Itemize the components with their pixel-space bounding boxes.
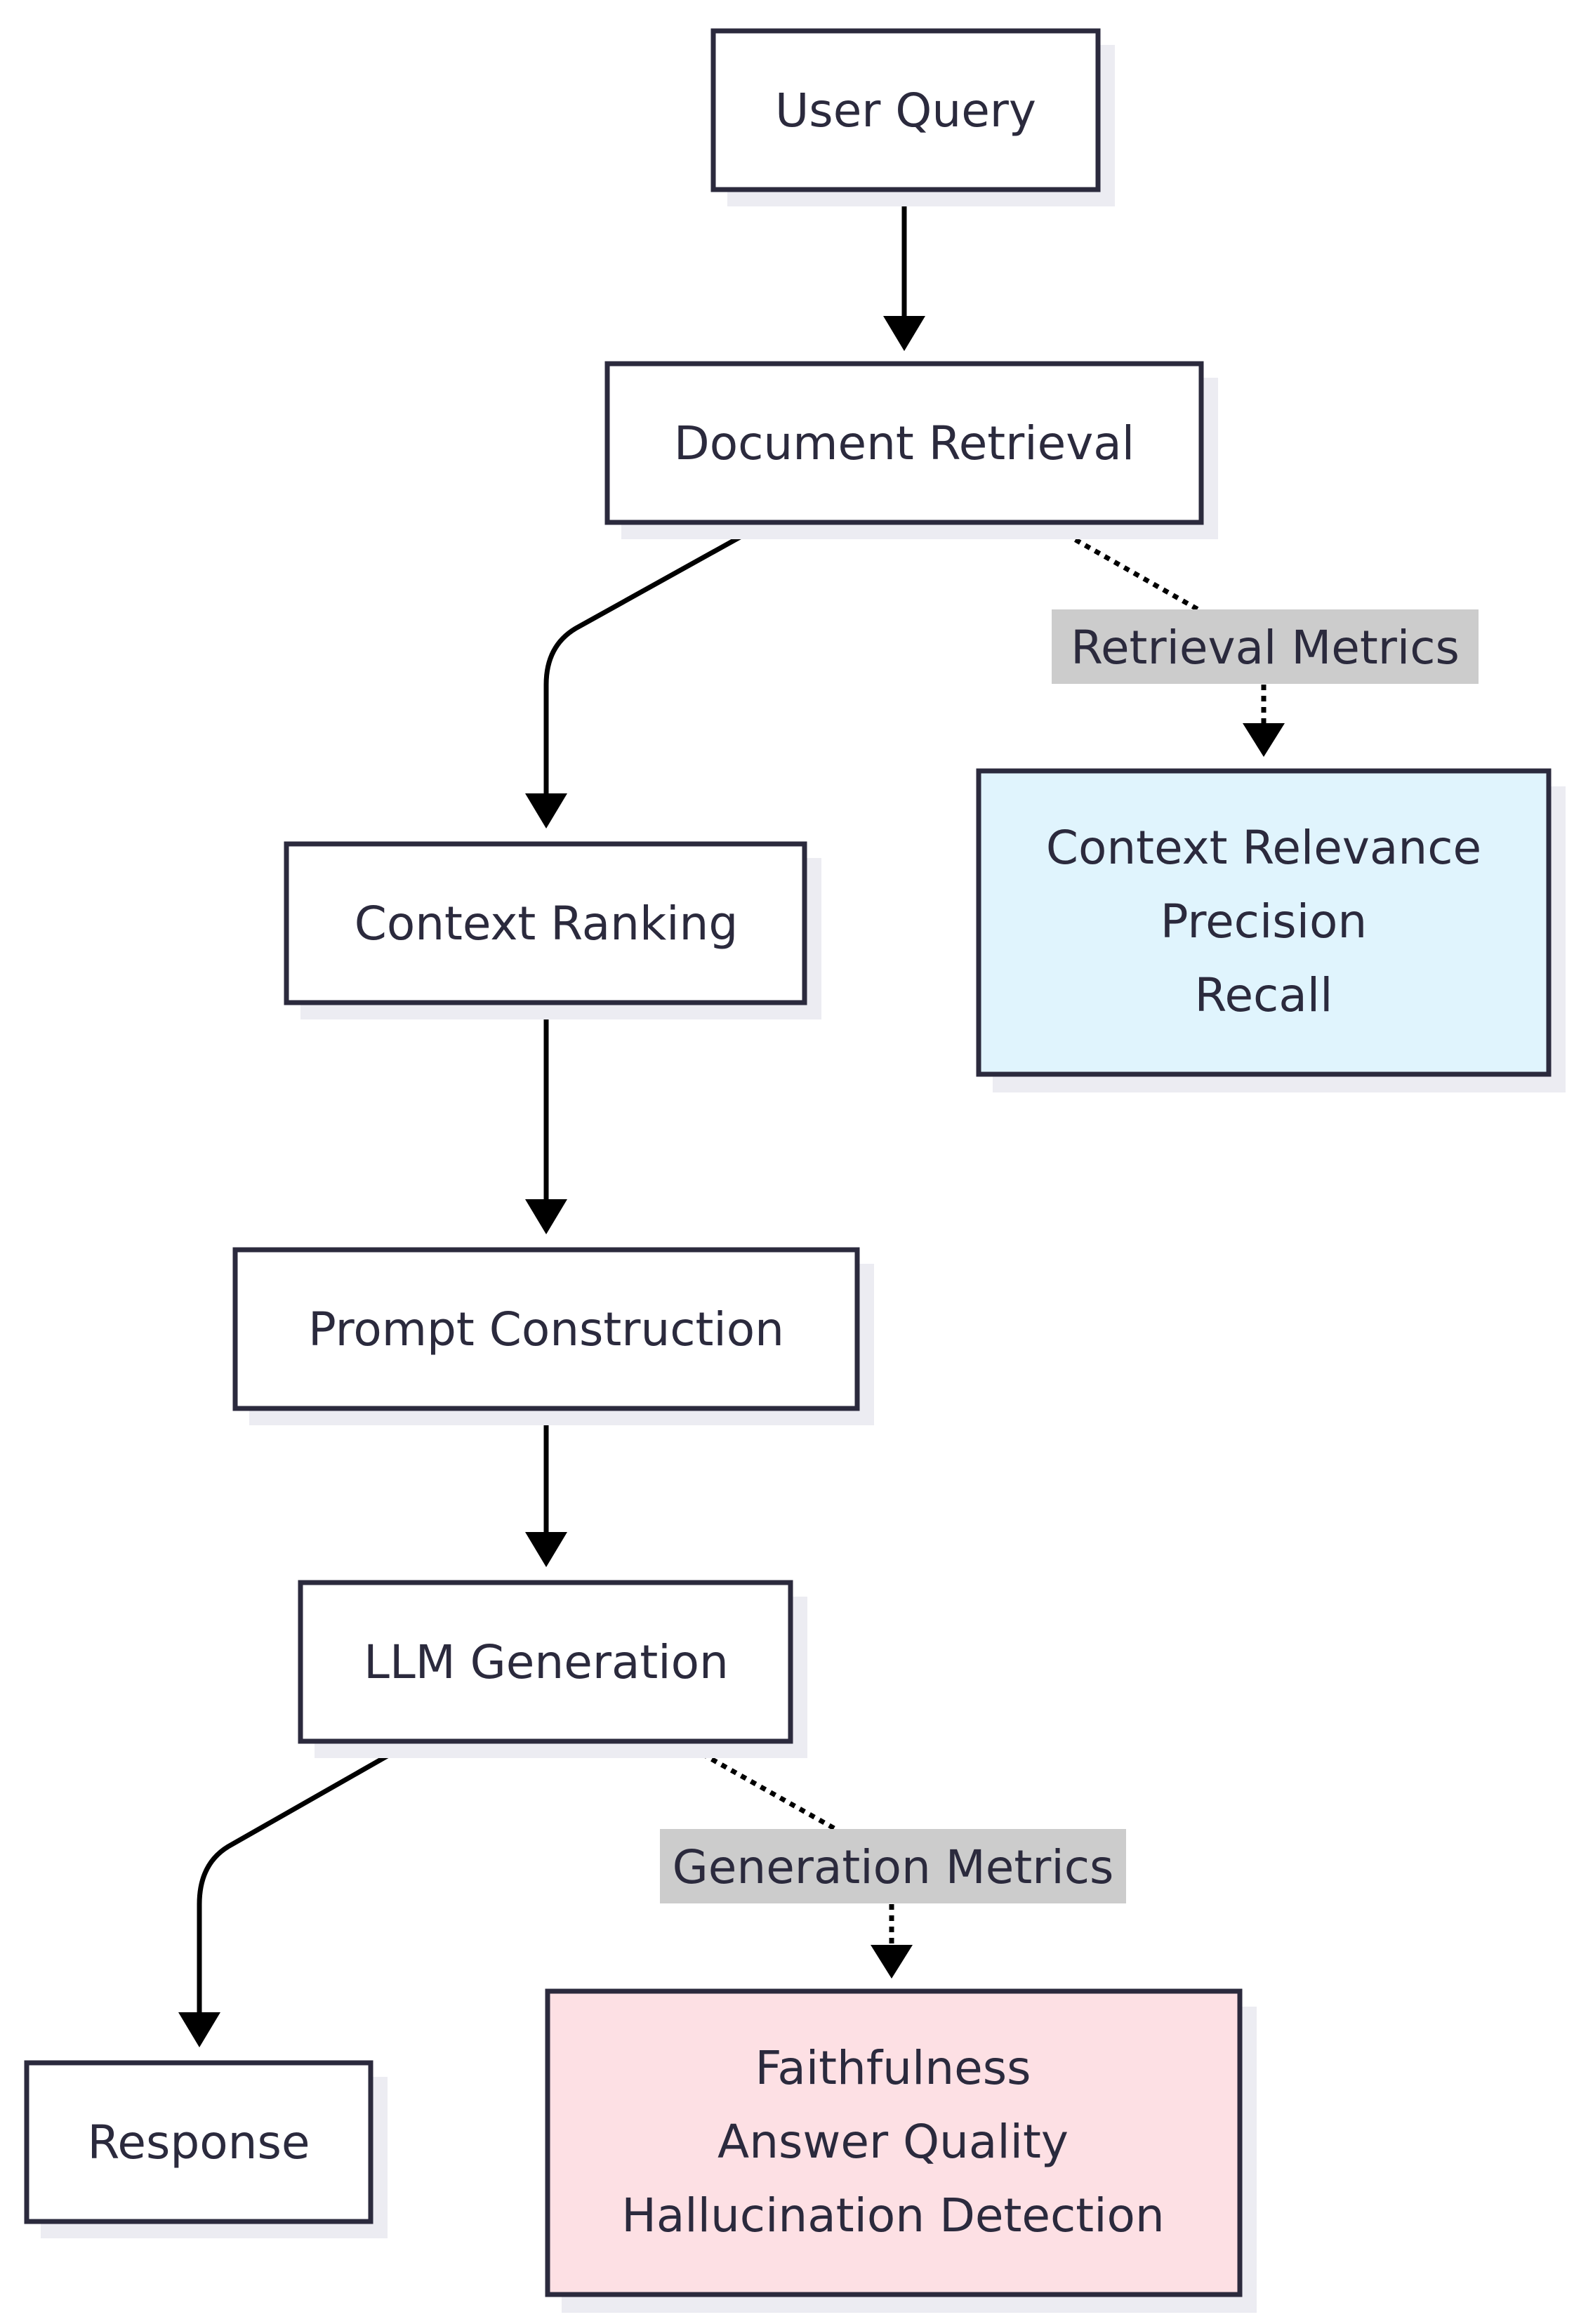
node-label-line-1: Context Relevance xyxy=(1046,821,1481,875)
node-label-line-2: Precision xyxy=(1160,894,1368,949)
arrowhead-retrieval xyxy=(883,316,925,351)
arrowhead-prompt xyxy=(525,1199,567,1234)
node-label-line-1: Faithfulness xyxy=(755,2041,1031,2095)
node-user-query: User Query xyxy=(710,28,1115,206)
edge-llm-to-response xyxy=(197,1740,412,2012)
node-box xyxy=(232,1247,860,1411)
node-response: Response xyxy=(24,2060,388,2238)
arrowhead-generation-metrics xyxy=(871,1945,913,1979)
edge-llm-to-metrics xyxy=(681,1740,837,1832)
arrowhead-response xyxy=(178,2012,220,2047)
label-background xyxy=(1052,609,1479,684)
edges xyxy=(178,191,1285,2047)
node-label: Response xyxy=(88,2115,310,2170)
node-box xyxy=(284,841,807,1005)
node-label-line-2: Answer Quality xyxy=(717,2115,1069,2169)
node-label-line-3: Hallucination Detection xyxy=(621,2188,1165,2243)
node-llm-generation: LLM Generation xyxy=(298,1580,807,1758)
node-document-retrieval: Document Retrieval xyxy=(604,361,1218,539)
node-box xyxy=(604,361,1204,525)
node-box xyxy=(545,1988,1243,2297)
label-background xyxy=(660,1829,1126,1903)
edge-label-retrieval-metrics: Retrieval Metrics xyxy=(1052,609,1479,684)
edge-retrieval-to-metrics xyxy=(1045,520,1202,614)
label-text: Generation Metrics xyxy=(673,1840,1114,1894)
node-label: Context Ranking xyxy=(355,897,739,951)
node-label: Prompt Construction xyxy=(308,1302,784,1356)
arrowhead-retrieval-metrics xyxy=(1243,723,1285,757)
node-box xyxy=(298,1580,793,1744)
arrowhead-llm xyxy=(525,1532,567,1567)
node-box xyxy=(976,768,1552,1077)
node-label-line-3: Recall xyxy=(1195,968,1333,1022)
node-prompt-construction: Prompt Construction xyxy=(232,1247,874,1425)
edge-retrieval-to-ranking xyxy=(543,520,767,793)
node-label: LLM Generation xyxy=(364,1635,729,1689)
node-generation-metrics-box: Faithfulness Answer Quality Hallucinatio… xyxy=(545,1988,1257,2313)
node-context-ranking: Context Ranking xyxy=(284,841,821,1019)
edge-label-generation-metrics: Generation Metrics xyxy=(660,1829,1126,1903)
label-text: Retrieval Metrics xyxy=(1071,621,1460,675)
node-label: User Query xyxy=(775,84,1036,138)
node-label: Document Retrieval xyxy=(674,416,1135,470)
node-retrieval-metrics-box: Context Relevance Precision Recall xyxy=(976,768,1566,1092)
node-box xyxy=(24,2060,373,2224)
arrowhead-ranking xyxy=(525,793,567,828)
node-box xyxy=(710,28,1101,192)
